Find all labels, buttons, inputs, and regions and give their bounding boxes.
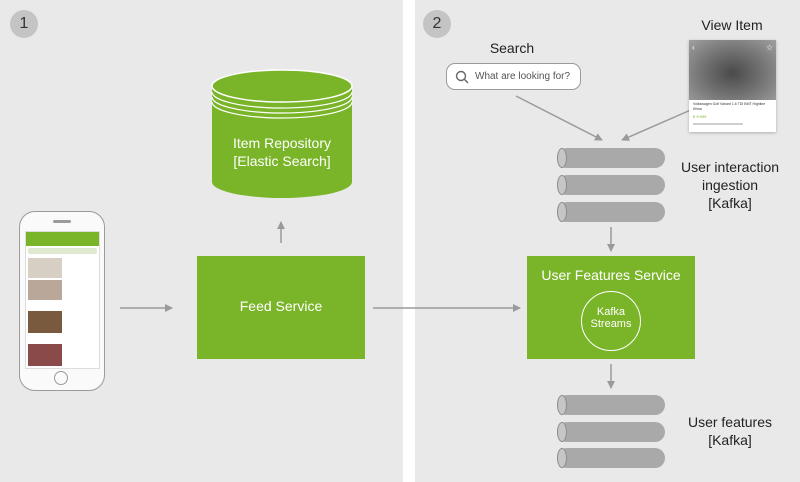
user-features-label-line2: [Kafka]: [708, 432, 752, 448]
phone-home-button: [54, 371, 68, 385]
item-repository-title: Item Repository: [232, 135, 332, 151]
card-star-icon: ☆: [765, 43, 773, 52]
phone-app-searchbar: [28, 248, 97, 254]
search-icon: [455, 70, 469, 83]
phone-item-thumb: [28, 311, 62, 333]
arrow-search-to-ingestion: [515, 95, 603, 141]
phone-screen: [25, 231, 100, 369]
step-2-badge: 2: [423, 10, 451, 38]
user-features-service-label: User Features Service: [541, 267, 681, 283]
ingestion-label-line2: ingestion: [701, 177, 759, 193]
ingestion-label-line3: [Kafka]: [708, 195, 752, 211]
item-card-price: € 9.999: [693, 114, 707, 119]
user-features-topic-1: [557, 395, 665, 415]
item-repository-subtitle: [Elastic Search]: [233, 153, 331, 169]
search-box: What are looking for?: [446, 63, 581, 90]
card-back-icon: ‹: [692, 43, 695, 52]
phone-app-header: [26, 232, 99, 246]
user-features-topic-2: [557, 422, 665, 442]
ingestion-topic-2: [557, 175, 665, 195]
user-features-label-line1: User features: [687, 414, 773, 430]
phone-item-thumb: [28, 258, 62, 278]
step-1-badge: 1: [10, 10, 38, 38]
search-title: Search: [489, 40, 535, 56]
ingestion-topic-3: [557, 202, 665, 222]
phone-item-thumb: [28, 344, 62, 366]
feed-service-box: Feed Service: [197, 256, 365, 359]
phone-item-thumb: [28, 280, 62, 300]
user-features-service-box: User Features Service Kafka Streams: [527, 256, 695, 359]
feed-service-label: Feed Service: [239, 298, 323, 314]
user-features-topic-3: [557, 448, 665, 468]
arrow-view-to-ingestion: [621, 108, 694, 141]
item-card-title: Volkswagen Golf Variant 1.6 TDI BMT High…: [693, 102, 766, 111]
item-card-meta: [693, 123, 743, 125]
search-placeholder: What are looking for?: [475, 71, 571, 82]
view-item-title: View Item: [701, 17, 763, 33]
item-card: ‹ ☆ Volkswagen Golf Variant 1.6 TDI BMT …: [689, 40, 776, 132]
kafka-streams-line2: Streams: [590, 318, 632, 330]
ingestion-label-line1: User interaction: [680, 159, 780, 175]
kafka-streams-line1: Kafka: [596, 306, 626, 318]
phone-mockup: [19, 211, 105, 391]
phone-speaker: [53, 220, 71, 223]
item-card-image: [689, 40, 776, 100]
kafka-streams-circle: Kafka Streams: [581, 291, 641, 351]
ingestion-topic-1: [557, 148, 665, 168]
